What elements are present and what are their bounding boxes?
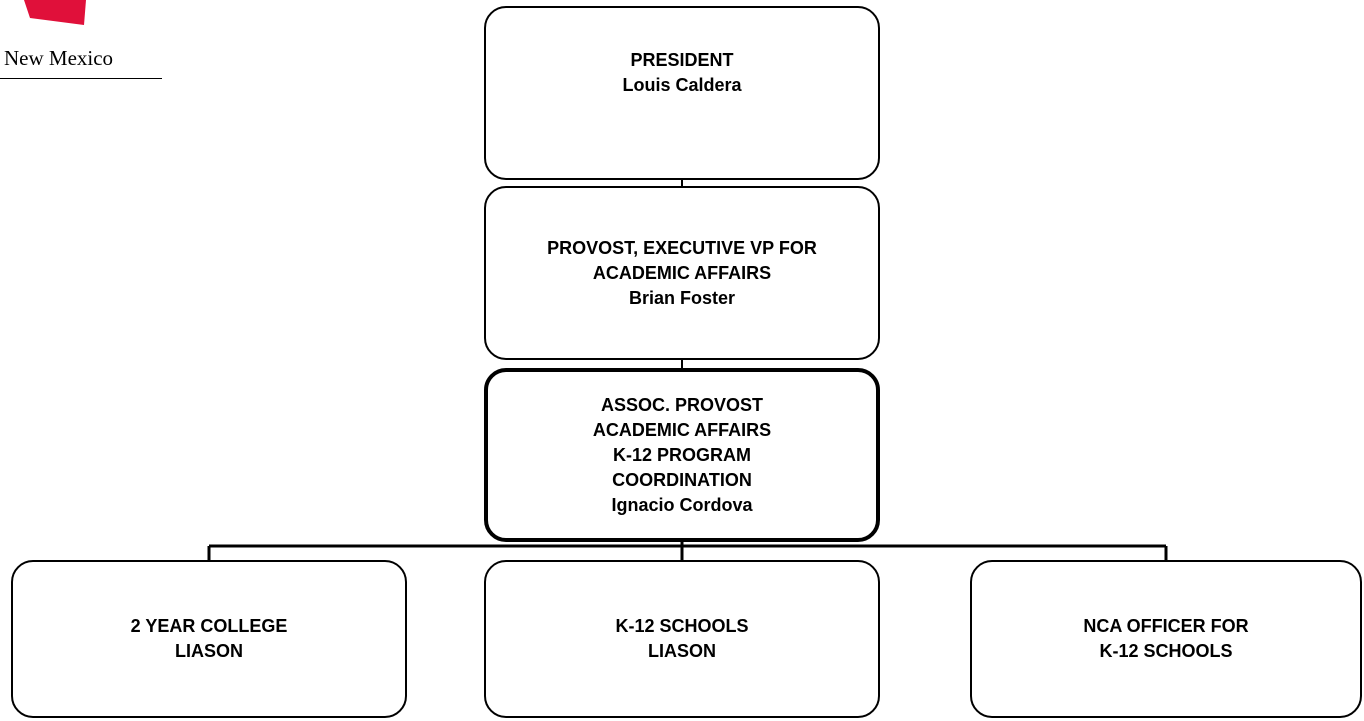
college-liason-line1: 2 YEAR COLLEGE (130, 616, 288, 636)
president-title: PRESIDENT (630, 50, 734, 70)
college-liason-line2: LIASON (174, 641, 243, 661)
logo-text: New Mexico (4, 46, 114, 70)
k12-schools-liason-line1: K-12 SCHOOLS (615, 616, 749, 636)
assoc-provost-line2: ACADEMIC AFFAIRS (592, 419, 772, 440)
logo-icon (24, 0, 86, 25)
assoc-provost-box: ASSOC. PROVOST ACADEMIC AFFAIRS K-12 PRO… (484, 368, 880, 542)
nca-officer-box: NCA OFFICER FOR K-12 SCHOOLS (970, 560, 1362, 718)
logo-underline (0, 78, 162, 79)
provost-title-line1: PROVOST, EXECUTIVE VP FOR (547, 237, 817, 258)
assoc-provost-line4: COORDINATION (612, 469, 752, 490)
provost-box: PROVOST, EXECUTIVE VP FOR ACADEMIC AFFAI… (484, 186, 880, 360)
provost-name: Brian Foster (628, 287, 736, 308)
nca-officer-line2: K-12 SCHOOLS (1099, 641, 1233, 661)
nca-officer-line1: NCA OFFICER FOR (1083, 616, 1249, 636)
k12-schools-liason-box: K-12 SCHOOLS LIASON (484, 560, 880, 718)
k12-schools-liason-line2: LIASON (647, 641, 716, 661)
assoc-provost-line1: ASSOC. PROVOST (600, 394, 764, 415)
college-liason-box: 2 YEAR COLLEGE LIASON (11, 560, 407, 718)
president-name: Louis Caldera (622, 75, 742, 95)
president-box: PRESIDENT Louis Caldera (484, 6, 880, 180)
assoc-provost-name: Ignacio Cordova (611, 494, 753, 515)
provost-title-line2: ACADEMIC AFFAIRS (592, 262, 772, 283)
assoc-provost-line3: K-12 PROGRAM (612, 444, 751, 465)
